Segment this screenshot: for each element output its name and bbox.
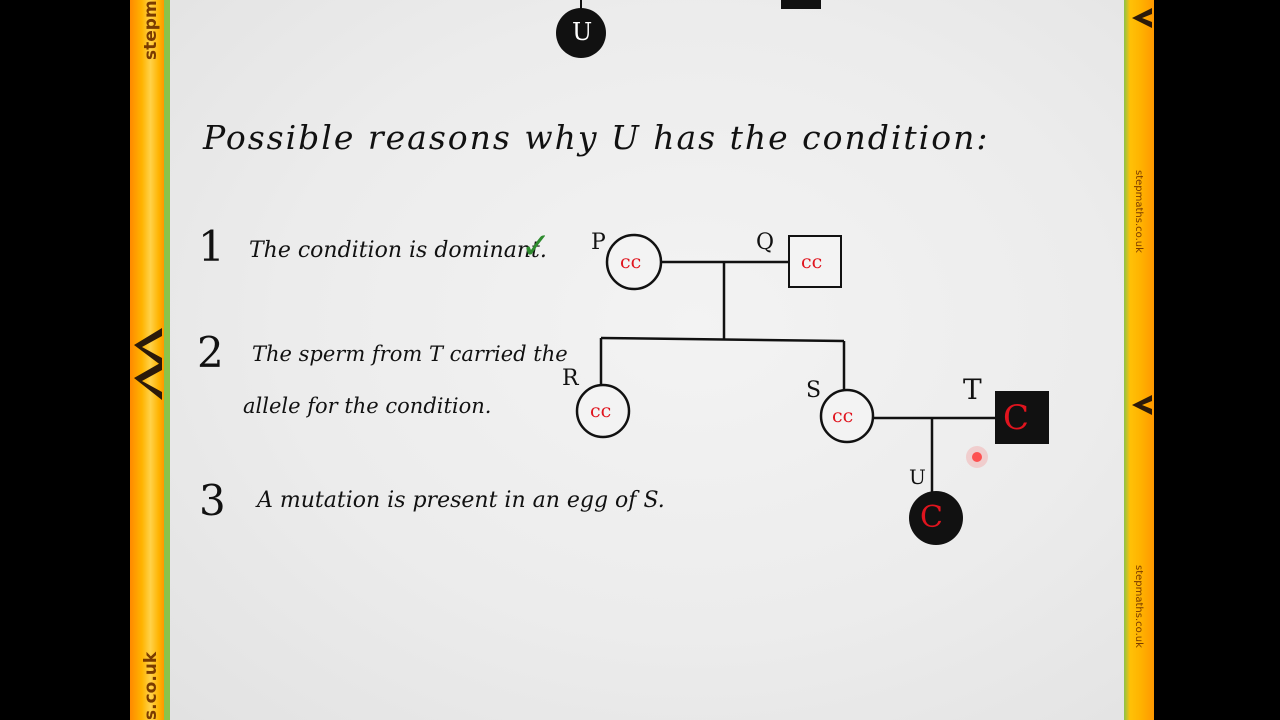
genotype-u: C xyxy=(920,500,943,535)
individual-s-circle xyxy=(819,388,875,444)
individual-p-circle xyxy=(605,233,663,291)
top-square-partial xyxy=(781,0,821,9)
genotype-t: C xyxy=(1003,398,1030,438)
individual-q-square xyxy=(788,235,842,288)
left-arrow-marks xyxy=(134,328,162,400)
individual-t-square xyxy=(995,391,1049,444)
laser-pointer xyxy=(972,452,982,462)
genotype-s: cc xyxy=(832,405,854,427)
individual-u-circle xyxy=(909,491,963,545)
label-u: U xyxy=(909,465,926,489)
genotype-p: cc xyxy=(620,251,642,273)
reason-2-number: 2 xyxy=(197,328,224,377)
reason-1-check-mark: ✓ xyxy=(521,226,552,267)
label-r: R xyxy=(562,366,579,391)
reason-1-number: 1 xyxy=(198,222,225,271)
reason-3-number: 3 xyxy=(199,476,226,525)
laser-pointer-glow xyxy=(966,446,988,468)
reason-2-text-line2: allele for the condition. xyxy=(243,394,492,418)
top-u-circle xyxy=(556,8,606,58)
page-heading: Possible reasons why U has the condition… xyxy=(203,118,990,157)
right-arrow-marks xyxy=(1132,8,1152,415)
whiteboard xyxy=(170,0,1124,720)
reason-3-text: A mutation is present in an egg of S. xyxy=(257,488,665,513)
genotype-r: cc xyxy=(590,400,612,422)
label-t: T xyxy=(963,373,982,406)
label-q: Q xyxy=(756,230,775,255)
reason-2-text-line1: The sperm from T carried the xyxy=(252,342,568,366)
reason-1-text: The condition is dominant. xyxy=(249,238,547,263)
label-p: P xyxy=(591,230,606,255)
top-u-label: U xyxy=(572,18,593,46)
sibship-line xyxy=(600,336,845,343)
genotype-q: cc xyxy=(801,251,823,273)
individual-r-circle xyxy=(575,383,631,439)
label-s: S xyxy=(806,378,822,403)
right-brand-strip xyxy=(1124,0,1154,720)
left-green-edge xyxy=(164,0,170,720)
